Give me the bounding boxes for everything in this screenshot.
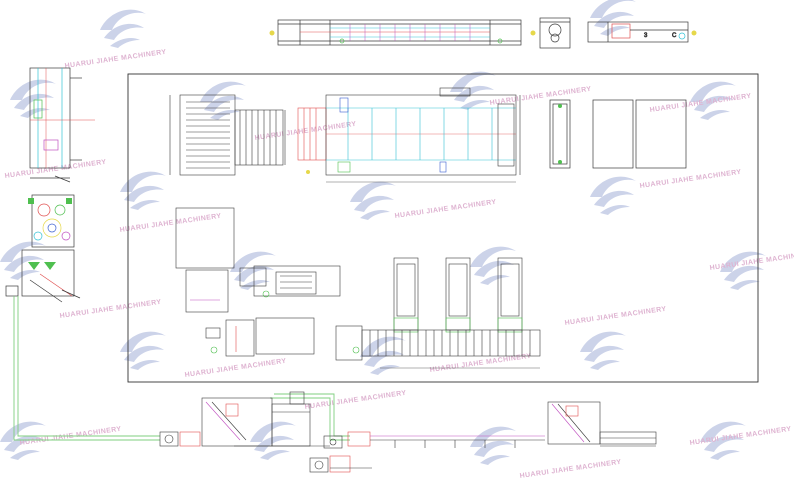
watermark-text: HUARUI JIAHE MACHINERY	[59, 299, 162, 320]
watermark-text: HUARUI JIAHE MACHINERY	[394, 199, 497, 220]
unit-label: C	[672, 33, 677, 39]
side-elevation-view: 3 C	[587, 21, 697, 43]
top-plan-view	[269, 19, 522, 46]
watermark-logo-icon	[230, 251, 276, 290]
bottom-production-line	[159, 391, 657, 473]
unit-label: 3	[644, 33, 648, 39]
watermark-logo-icon	[590, 176, 636, 215]
watermark-text: HUARUI JIAHE MACHINERY	[639, 169, 742, 190]
watermark-logo-icon	[0, 241, 46, 280]
end-elevation-view	[530, 17, 571, 49]
feeder-hopper-unit	[5, 249, 81, 303]
watermark-logo-icon	[580, 331, 626, 370]
main-conveyor-frame	[297, 87, 521, 183]
watermark-logo-icon	[10, 79, 56, 118]
left-vertical-assembly	[5, 67, 95, 303]
watermark-logo-icon	[470, 246, 516, 285]
watermark-logo-icon	[120, 331, 166, 370]
watermark-text: HUARUI JIAHE MACHINERY	[564, 306, 667, 327]
watermark-text: HUARUI JIAHE MACHINERY	[4, 159, 107, 180]
watermark-text: HUARUI JIAHE MACHINERY	[304, 390, 407, 411]
watermark-logo-icon	[120, 171, 166, 210]
main-layout-frame	[127, 73, 759, 383]
opener-unit	[169, 94, 310, 176]
carding-rollers-assembly	[28, 194, 75, 248]
side-panel-views	[549, 99, 687, 169]
watermark-text: HUARUI JIAHE MACHINERY	[64, 49, 167, 70]
watermark-logo-icon	[100, 9, 146, 48]
watermark-logo-icon	[250, 421, 296, 460]
watermark-text: HUARUI JIAHE MACHINERY	[119, 213, 222, 234]
watermark-logo-icon	[470, 426, 516, 465]
watermark-logo-icon	[590, 0, 636, 36]
watermark-logo-icon	[350, 181, 396, 220]
watermark-text: HUARUI JIAHE MACHINERY	[519, 459, 622, 480]
baler-machine-cluster	[175, 207, 341, 357]
watermark-text: HUARUI JIAHE MACHINERY	[184, 358, 287, 379]
triple-chute-conveyor	[335, 257, 541, 369]
